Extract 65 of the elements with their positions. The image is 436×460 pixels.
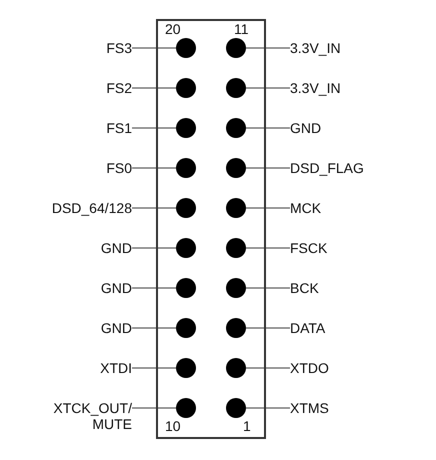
pin-wire — [246, 87, 290, 89]
pin-wire — [132, 87, 176, 89]
pin-dot — [226, 118, 246, 138]
pin-dot — [226, 158, 246, 178]
pin-number: 11 — [234, 22, 249, 36]
pin-dot — [226, 78, 246, 98]
pin-label: 3.3V_IN — [290, 80, 341, 96]
pin-label: FS2 — [106, 80, 132, 96]
pin-dot — [226, 398, 246, 418]
pin-wire — [132, 207, 176, 209]
pin-label: GND — [290, 120, 322, 136]
pin-label: MCK — [290, 200, 322, 216]
pin-wire — [246, 247, 290, 249]
pin-dot — [176, 78, 196, 98]
pin-dot — [176, 158, 196, 178]
pin-dot — [226, 198, 246, 218]
pin-label: GND — [100, 240, 132, 256]
pin-label: XTMS — [290, 400, 329, 416]
pin-wire — [132, 367, 176, 369]
pin-label: 3.3V_IN — [290, 40, 341, 56]
pin-wire — [132, 127, 176, 129]
pin-label: FS0 — [106, 160, 132, 176]
pin-label: BCK — [290, 280, 319, 296]
pin-header-outline — [156, 19, 266, 439]
pin-dot — [226, 278, 246, 298]
pin-wire — [132, 167, 176, 169]
pin-number: 20 — [165, 22, 181, 36]
pin-dot — [176, 318, 196, 338]
pin-dot — [176, 398, 196, 418]
pin-number: 10 — [165, 419, 181, 433]
pin-label: GND — [100, 280, 132, 296]
pin-wire — [246, 207, 290, 209]
pin-dot — [176, 238, 196, 258]
pin-label: XTCK_OUT/ MUTE — [42, 400, 132, 432]
pin-label: GND — [100, 320, 132, 336]
pin-wire — [246, 167, 290, 169]
pin-wire — [246, 327, 290, 329]
pin-label: FS1 — [106, 120, 132, 136]
pin-label: FS3 — [106, 40, 132, 56]
pin-wire — [132, 247, 176, 249]
pin-dot — [176, 38, 196, 58]
pin-dot — [176, 358, 196, 378]
pin-dot — [176, 278, 196, 298]
pin-wire — [246, 367, 290, 369]
pin-wire — [246, 287, 290, 289]
pin-number: 1 — [243, 419, 251, 433]
pin-dot — [226, 238, 246, 258]
pin-label: XTDO — [290, 360, 329, 376]
pin-wire — [132, 327, 176, 329]
pin-dot — [226, 358, 246, 378]
pin-wire — [246, 127, 290, 129]
pin-wire — [246, 47, 290, 49]
pin-dot — [226, 318, 246, 338]
pin-wire — [132, 47, 176, 49]
pin-dot — [176, 118, 196, 138]
pin-wire — [246, 407, 290, 409]
pin-label: FSCK — [290, 240, 328, 256]
pin-label: DSD_64/128 — [52, 200, 132, 216]
pin-wire — [132, 407, 176, 409]
pin-label: DATA — [290, 320, 326, 336]
pin-dot — [226, 38, 246, 58]
pin-label: DSD_FLAG — [290, 160, 364, 176]
pin-dot — [176, 198, 196, 218]
pin-wire — [132, 287, 176, 289]
pin-label: XTDI — [100, 360, 132, 376]
